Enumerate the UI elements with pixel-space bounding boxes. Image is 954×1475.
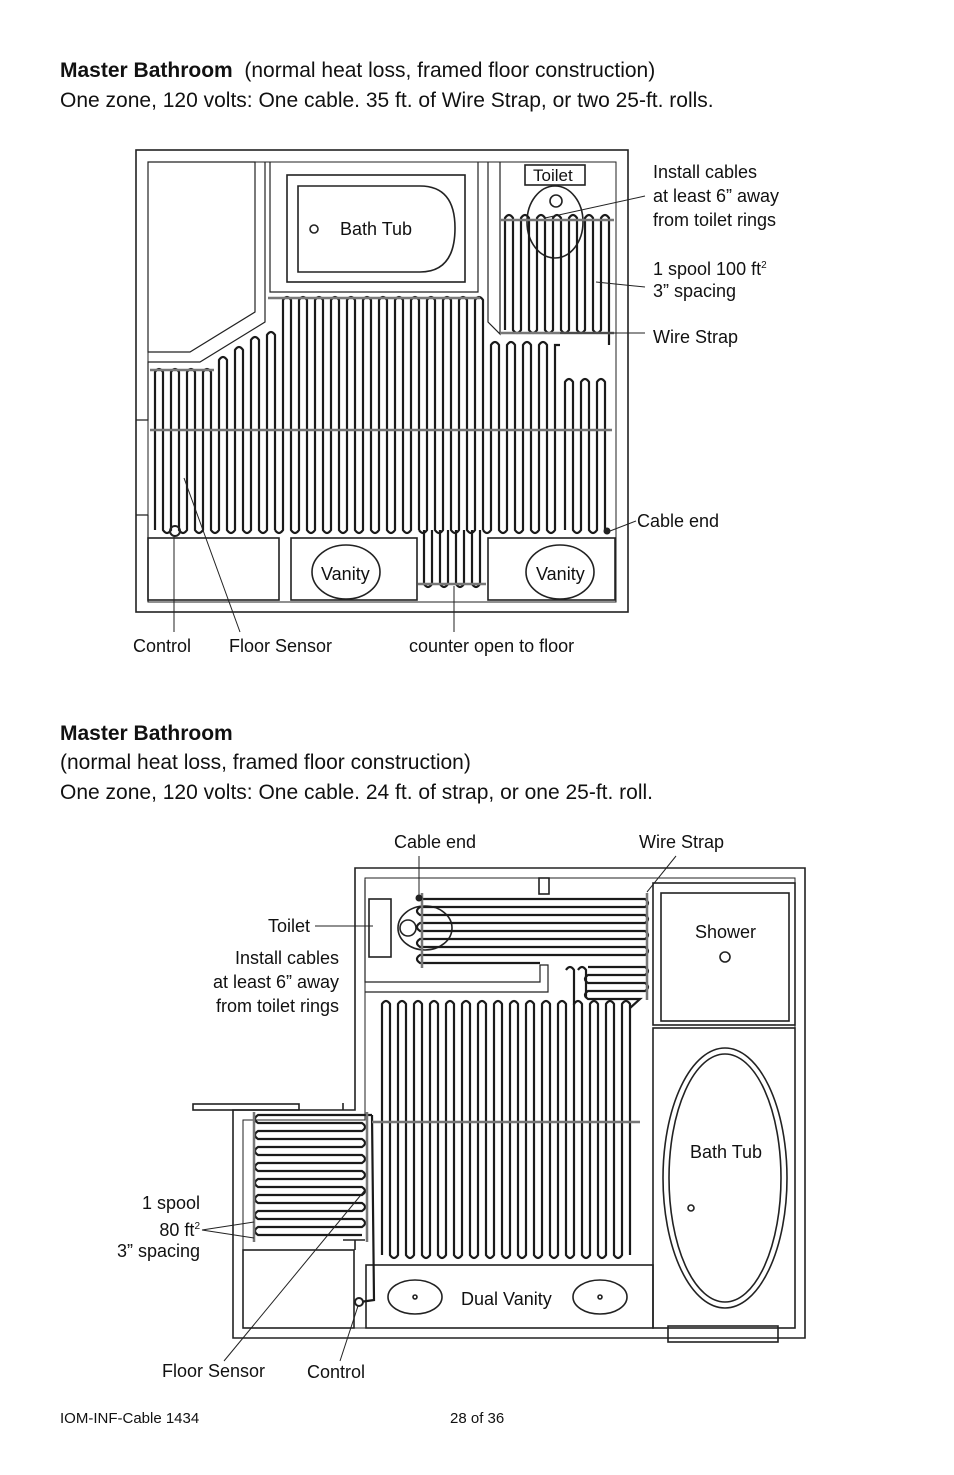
d1-spacing-label: 3” spacing	[653, 281, 737, 301]
section1-title: Master Bathroom (normal heat loss, frame…	[60, 56, 655, 86]
d2-wire-straps	[252, 893, 649, 1242]
d1-bath-tub-label: Bath Tub	[340, 219, 413, 239]
d2-toilet-label: Toilet	[268, 916, 311, 936]
d1-wire-strap-label: Wire Strap	[653, 327, 739, 347]
d2-cable-end-label: Cable end	[394, 832, 477, 852]
d1-control-icon	[169, 525, 181, 537]
d1-spool-label: 1 spool 100 ft2	[653, 254, 767, 281]
d1-floor-sensor-label: Floor Sensor	[229, 636, 333, 656]
footer-page-number: 28 of 36	[450, 1410, 505, 1427]
d2-shower-label: Shower	[695, 922, 757, 942]
d1-counter-label: counter open to floor	[409, 636, 575, 656]
d1-spool-text: 1 spool 100 ft	[653, 259, 762, 279]
d2-shower	[660, 892, 790, 1022]
d2-sink-left	[387, 1279, 443, 1315]
d2-spool-text: 80 ft	[159, 1220, 195, 1240]
d1-bath-tub	[297, 185, 456, 273]
section1-subtitle: One zone, 120 volts: One cable. 35 ft. o…	[60, 89, 714, 112]
d1-install-note-line3: from toilet rings	[653, 210, 777, 230]
d1-drain-icon	[309, 224, 319, 234]
d2-dual-vanity-label: Dual Vanity	[461, 1289, 552, 1309]
d2-control-label: Control	[307, 1362, 366, 1382]
d2-shower-drain-icon	[719, 951, 731, 963]
d1-install-note-line1: Install cables	[653, 162, 758, 182]
d2-toilet-bowl	[397, 905, 453, 951]
d1-vanity-right-sink	[525, 544, 595, 600]
d2-cable-end-icon	[415, 894, 423, 902]
d1-vanity-left-label: Vanity	[321, 564, 370, 584]
d2-control-icon	[354, 1297, 364, 1307]
section2-title-bold: Master Bathroom	[60, 722, 233, 745]
d2-spool-line2: 80 ft2	[159, 1215, 200, 1242]
section2-detail: One zone, 120 volts: One cable. 24 ft. o…	[60, 781, 653, 804]
d2-toilet-tank	[368, 898, 392, 958]
section2-subtitle: (normal heat loss, framed floor construc…	[60, 751, 471, 774]
d1-control-label: Control	[133, 636, 192, 656]
d2-wire-strap-label: Wire Strap	[639, 832, 725, 852]
d2-install-note-line1: Install cables	[234, 948, 339, 968]
d1-toilet-bowl	[526, 185, 584, 259]
d2-bath-tub-outer	[662, 1047, 788, 1309]
d2-dual-vanity	[365, 1264, 654, 1329]
section1-title-rest: (normal heat loss, framed floor construc…	[244, 59, 656, 82]
d1-heating-cable	[153, 213, 611, 589]
d2-spool-line1: 1 spool	[141, 1193, 200, 1213]
d2-shower-outer	[652, 882, 796, 1026]
d1-vanity-left-sink	[311, 544, 381, 600]
d2-outer-wall	[232, 867, 806, 1339]
d2-door	[192, 1103, 300, 1111]
d1-install-note-line2: at least 6” away	[653, 186, 780, 206]
d2-sink-right	[572, 1279, 628, 1315]
d2-door-bottom	[667, 1325, 779, 1343]
d1-toilet-tank	[524, 164, 586, 186]
footer-doc-id: IOM-INF-Cable 1434	[60, 1410, 200, 1427]
d1-vanity-right-label: Vanity	[536, 564, 585, 584]
d2-install-note-line3: from toilet rings	[215, 996, 339, 1016]
d2-install-note-line2: at least 6” away	[212, 972, 339, 992]
d2-spacing-label: 3” spacing	[116, 1241, 200, 1261]
d1-tub-alcove	[286, 174, 466, 283]
d1-outer-wall	[135, 149, 629, 613]
d1-cable-end-label: Cable end	[637, 511, 720, 531]
d1-spool-sup: 2	[761, 260, 767, 271]
section1-title-bold: Master Bathroom	[60, 59, 233, 82]
d2-floor-sensor-label: Floor Sensor	[162, 1361, 266, 1381]
d1-closet	[147, 161, 256, 353]
section2-title: Master Bathroom	[60, 719, 233, 749]
d2-spool-sup: 2	[194, 1221, 200, 1232]
d1-counter-left	[147, 537, 280, 601]
d1-toilet-label: Toilet	[533, 166, 573, 185]
d2-tub-surround	[652, 1027, 796, 1329]
d2-bath-tub-label: Bath Tub	[690, 1142, 763, 1162]
